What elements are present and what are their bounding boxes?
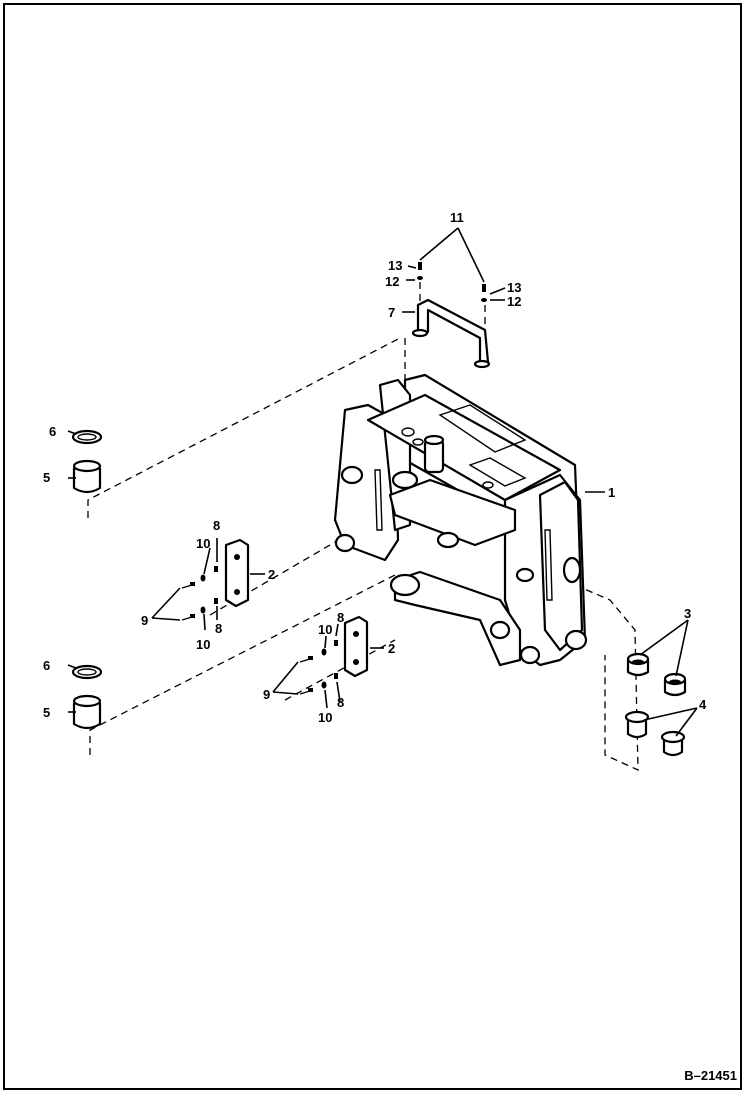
callout-1: 1 (608, 485, 615, 500)
main-frame-part-1 (333, 373, 588, 667)
callout-10-lower-top: 10 (318, 622, 332, 637)
callout-6-lower: 6 (43, 658, 50, 673)
wear-pad-part-2-upper (224, 538, 250, 608)
bushing-part-5-upper (72, 459, 102, 494)
callout-3: 3 (684, 606, 691, 621)
callout-10-upper-top: 10 (196, 536, 210, 551)
callout-13-left: 13 (388, 258, 402, 273)
bolt-washer-sets-12-13 (417, 262, 487, 302)
grab-handle-part-7 (411, 298, 491, 369)
callout-12-right: 12 (507, 294, 521, 309)
callout-5-lower: 5 (43, 705, 50, 720)
callout-13-right: 13 (507, 280, 521, 295)
callout-8-upper-top: 8 (213, 518, 220, 533)
bushing-part-5-lower (72, 694, 102, 730)
callout-5-upper: 5 (43, 470, 50, 485)
callout-8-lower-bottom: 8 (337, 695, 344, 710)
callout-6-upper: 6 (49, 424, 56, 439)
callout-8-lower-top: 8 (337, 610, 344, 625)
diagram-reference-code: B–21451 (684, 1068, 737, 1083)
callout-2-lower: 2 (388, 641, 395, 656)
bushing-part-4-left (624, 710, 650, 739)
callout-11: 11 (450, 210, 464, 225)
callout-labels: 11 13 12 13 12 7 1 6 5 6 5 8 10 2 9 8 10… (43, 210, 707, 725)
callout-4: 4 (699, 697, 707, 712)
fasteners-lower (299, 640, 338, 695)
callout-12-left: 12 (385, 274, 399, 289)
callout-7: 7 (388, 305, 395, 320)
diagram-border (3, 3, 742, 1090)
callout-8-upper-bottom: 8 (215, 621, 222, 636)
ring-part-6-upper (71, 429, 103, 445)
bushing-part-3-right (663, 672, 687, 697)
leader-lines (67, 227, 698, 737)
bushing-part-4-right (660, 730, 686, 757)
bushing-part-3-left (626, 652, 650, 677)
wear-pad-part-2-lower (343, 615, 369, 678)
callout-10-lower-bottom: 10 (318, 710, 332, 725)
callout-9-upper: 9 (141, 613, 148, 628)
callout-10-upper-bottom: 10 (196, 637, 210, 652)
ring-part-6-lower (71, 664, 103, 680)
callout-9-lower: 9 (263, 687, 270, 702)
callout-2-upper: 2 (268, 567, 275, 582)
fasteners-upper (181, 566, 218, 621)
